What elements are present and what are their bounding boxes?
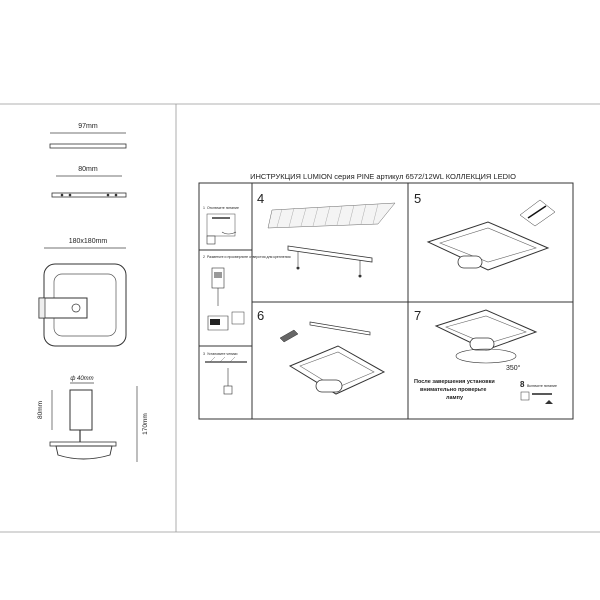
instruction-title: ИНСТРУКЦИЯ LUMION серия PINE артикул 657… (250, 172, 516, 181)
arm-height-label: 80mm (37, 401, 44, 419)
panel-step-6: 6 (257, 308, 386, 395)
panel-7-note-line3: лампу (446, 395, 464, 401)
panel-5-number: 5 (414, 191, 421, 206)
dimension-drawings: 97mm 80mm 180x180mm ф 40mm 80mm 170mm (37, 123, 149, 462)
panel-6-number: 6 (257, 308, 264, 323)
side-arm (69, 389, 93, 431)
plate-width-label: 97mm (78, 123, 98, 130)
panel-7-number: 7 (414, 308, 421, 323)
bracket-width-label: 80mm (78, 166, 98, 173)
total-height-label: 170mm (142, 413, 149, 435)
panel-step-5: 5 (414, 191, 556, 271)
panel-step-4: 4 (257, 191, 396, 278)
instruction-frame (198, 182, 574, 420)
panel-step-7: 7 350° После завершения установки внимат… (414, 308, 538, 401)
panel-7-note-line1: После завершения установки (414, 379, 495, 385)
instruction-panel: ИНСТРУКЦИЯ LUMION серия PINE артикул 657… (198, 172, 574, 420)
mounting-bracket (51, 192, 127, 198)
panel-4-bracket (287, 245, 373, 263)
final-step-8: 8 Включите питание (520, 380, 557, 404)
mounting-plate (49, 143, 127, 149)
panel-7-note-line2: внимательно проверьте (420, 387, 486, 393)
panel-4-number: 4 (257, 191, 264, 206)
step-8-number: 8 (520, 380, 525, 389)
step-8-label: Включите питание (527, 384, 557, 388)
rotation-label: 350° (506, 364, 521, 372)
body-size-label: 180x180mm (69, 238, 108, 245)
side-plate (49, 441, 117, 447)
side-body (55, 445, 113, 460)
arm-diameter-label: ф 40mm (70, 376, 93, 382)
